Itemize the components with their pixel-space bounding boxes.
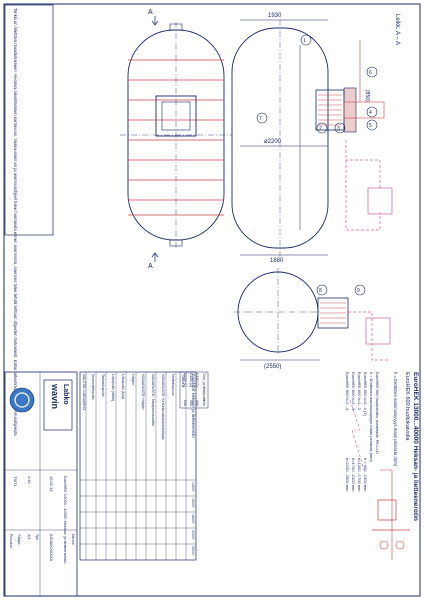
service-well-end: [317, 297, 349, 329]
parts-table: EuroHEK Heksan- ja lietteenerotin Tilavu…: [79, 371, 197, 561]
footer-block: wavin Labko TS/TL 1:40 15.01.14 EuroHEK …: [4, 371, 78, 597]
balloon-9: 9: [357, 288, 360, 294]
spec-3: h=1700...2100 mm: [351, 458, 356, 492]
spec-2: h=1300...1700 mm: [357, 458, 362, 492]
tank-side-view: [231, 19, 393, 258]
col-13000: 13000: [191, 482, 195, 492]
col-25000: 25000: [191, 546, 195, 556]
balloon-4: 4: [369, 110, 372, 116]
parts-table-header: EuroHEK Heksan- ja lietteenerotin: [191, 374, 196, 438]
footer-field-1: Piirustus: [9, 534, 13, 548]
pipe-row-3-b: 630: [183, 400, 187, 406]
side-note-line-1: Tankki on liitettävä maadoitukseen. Huom…: [13, 8, 18, 437]
dim-bottom-length: 1880: [270, 258, 284, 264]
parts-row-5: ISÄVARUSTE: Hälytin: [141, 374, 145, 409]
parts-row-8: Liitosputki (lähtö): [111, 374, 115, 401]
pipe-row-1-b: 400: [195, 400, 199, 406]
alarm-box-side: [367, 187, 393, 215]
footer-sheet: 1/1: [27, 534, 32, 540]
footer-title: EuroHEK 13000...40000 Heksan- ja liettee…: [63, 476, 68, 564]
note-5: EuroHEK 600 h=1...2: [357, 372, 362, 411]
col-15000: 15000: [191, 498, 195, 508]
footer-field-3: Työ: [35, 534, 39, 540]
notes-block: EuroHEK 600 huoltokaivo, materiaali: PE-…: [345, 372, 380, 492]
col-18000: 18000: [191, 514, 195, 524]
note-6: EuroHEK 600 h=2...3: [351, 372, 356, 411]
note-1: h = Erottimen asennussyvyys maan pinnast…: [393, 372, 398, 467]
parts-row-3: ISÄVARUSTE: Kellunta-asiakaskohdasta: [161, 374, 165, 439]
section-label-bottom: A: [148, 263, 153, 270]
balloons-side: [256, 34, 378, 134]
parts-row-7: Liitosputki (tulo): [121, 374, 125, 399]
footer-scale: 1:40: [27, 476, 32, 485]
title-block-rotated: EuroHEK 13000...40000 Heksan- ja liettee…: [393, 372, 419, 521]
section-view-label: Leikk. A – A: [394, 14, 400, 45]
footer-field-2: Tilaaja: [17, 534, 21, 544]
footer-date: 15.01.14: [49, 476, 54, 492]
pipe-row-3-a: D200 (2): [183, 373, 187, 387]
footer-drawing-no: ASMAKXXXXX: [49, 534, 54, 562]
parts-row-1: Tilavuus: [181, 374, 185, 387]
footer-field-4: Nimike: [71, 534, 75, 545]
company-seal-icon: [9, 387, 35, 413]
note-7: EuroHEK 600 h=3...4: [345, 372, 350, 411]
install-sketch: [349, 399, 410, 560]
balloon-5: 5: [369, 123, 372, 129]
pipe-row-1-a: D110 (2): [195, 373, 199, 387]
balloon-2: 2: [319, 126, 322, 132]
spec-4: h=2100...2500 mm: [345, 458, 350, 492]
parts-row-2: Nestetilavuus: [171, 374, 175, 396]
spec-1: h = 900...1300 mm: [363, 458, 368, 492]
pipe-row-2-a: D160 (2): [189, 373, 193, 387]
pipe-table-h2: mm: [202, 400, 206, 406]
drawing-subtitle: EuroHEK 600 huoltokaivolla: [404, 372, 410, 441]
company-logo-box: [43, 379, 73, 431]
parts-row-10: Ilmanvaihtoputki: [91, 374, 95, 400]
pipe-row-2-b: 500: [189, 400, 193, 406]
valitse-label: VALITSE: LUKUARVO: [82, 374, 86, 410]
parts-row-6: Hälytin: [131, 374, 135, 385]
pipe-table-h1: Tulo- ja lähtöputki: [202, 373, 206, 401]
note-2: EuroHEK 600 huoltokaivo, materiaali: PE-…: [375, 372, 380, 454]
dim-diameter: ø2200: [264, 139, 282, 145]
dim-end-height: (2550): [264, 364, 281, 370]
tank-top-view: [120, 22, 232, 250]
col-20000: 20000: [191, 530, 195, 540]
company-name: wavin: [50, 383, 60, 409]
dim-riser: (850): [364, 90, 370, 102]
tank-end-view: [234, 268, 391, 361]
footer-drawn-by: TS/TL: [13, 476, 18, 488]
dim-top-length: 1930: [268, 13, 282, 19]
side-note-box: [4, 4, 54, 236]
section-label-top: A: [148, 9, 153, 16]
company-name-2: Labko: [62, 384, 69, 405]
note-4: EuroHEK 600 h=0...1 (1): [363, 372, 368, 417]
note-3: h = Erottimen asennussyvyys maan pinnast…: [369, 372, 374, 463]
parts-row-9: Tarkastusputki: [101, 374, 105, 397]
parts-row-4: ISÄVARUSTE: Tasapainotuslaite: [151, 374, 155, 426]
drawing-title: EuroHEK 13000...40000 Heksan- ja liettee…: [412, 372, 419, 521]
balloon-1: 1: [303, 38, 306, 44]
balloon-3: 3: [337, 126, 340, 132]
balloon-8: 8: [319, 288, 322, 294]
sheet-border: [3, 3, 421, 597]
section-arrows: [151, 16, 159, 262]
balloon-7: 7: [259, 116, 262, 122]
alarm-box-end: [365, 317, 391, 345]
balloon-6: 6: [369, 70, 372, 76]
